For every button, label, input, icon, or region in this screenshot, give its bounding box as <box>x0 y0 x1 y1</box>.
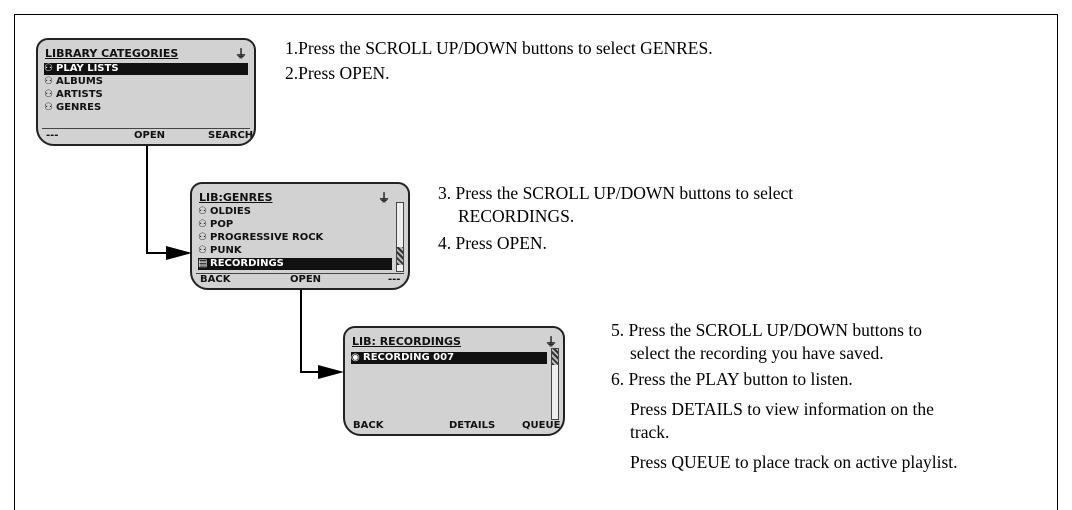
details-note-text: Press DETAILS to view information on the <box>630 399 934 419</box>
genres-screen: LIB:GENRES ⏚ ⚇OLDIES ⚇POP ⚇PROGRESSIVE R… <box>190 182 410 290</box>
menu-item-play-lists[interactable]: ⚇PLAY LISTS <box>44 63 248 75</box>
menu-item-pop[interactable]: ⚇POP <box>198 219 234 230</box>
softkey-right[interactable]: --- <box>388 274 401 285</box>
softkey-divider <box>42 128 250 129</box>
category-icon: ⚇ <box>44 89 53 100</box>
recordings-screen: LIB: RECORDINGS ⏚ ◉RECORDING 007 BACK DE… <box>343 326 565 436</box>
library-categories-screen: LIBRARY CATEGORIES ⏚ ⚇PLAY LISTS ⚇ALBUMS… <box>36 38 256 146</box>
category-icon: ⚇ <box>44 63 53 74</box>
category-icon: ⚇ <box>198 245 207 256</box>
category-icon: ⚇ <box>198 206 207 217</box>
arrow-icon <box>318 365 344 379</box>
softkey-search[interactable]: SEARCH <box>208 130 254 141</box>
step-2-text: 2.Press OPEN. <box>285 63 390 83</box>
power-plug-icon: ⏚ <box>378 191 391 205</box>
power-plug-icon: ⏚ <box>545 335 558 349</box>
softkey-queue[interactable]: QUEUE <box>522 420 561 431</box>
softkey-open[interactable]: OPEN <box>134 130 166 141</box>
scrollbar-thumb[interactable] <box>552 349 558 365</box>
connector-line <box>146 146 148 253</box>
step-6-text: 6. Press the PLAY button to listen. <box>611 369 853 389</box>
menu-item-genres[interactable]: ⚇GENRES <box>44 102 102 113</box>
softkey-left[interactable]: --- <box>46 130 59 141</box>
step-1-text: 1.Press the SCROLL UP/DOWN buttons to se… <box>285 38 713 58</box>
screen-title: LIB:GENRES <box>199 191 273 204</box>
step-4-text: 4. Press OPEN. <box>438 233 547 253</box>
category-icon: ⚇ <box>198 232 207 243</box>
connector-line <box>300 290 302 372</box>
connector-line <box>300 371 332 373</box>
power-plug-icon: ⏚ <box>235 47 248 61</box>
step-3-continued-text: RECORDINGS. <box>458 206 575 226</box>
softkey-open[interactable]: OPEN <box>290 274 322 285</box>
document-frame <box>14 14 1058 510</box>
menu-item-albums[interactable]: ⚇ALBUMS <box>44 76 104 87</box>
step-3-text: 3. Press the SCROLL UP/DOWN buttons to s… <box>438 183 794 203</box>
scrollbar[interactable] <box>396 202 404 272</box>
details-note-continued-text: track. <box>630 422 670 442</box>
menu-item-punk[interactable]: ⚇PUNK <box>198 245 242 256</box>
disc-icon: ◉ <box>351 352 360 363</box>
menu-item-artists[interactable]: ⚇ARTISTS <box>44 89 103 100</box>
softkey-divider <box>196 273 404 274</box>
step-5-text: 5. Press the SCROLL UP/DOWN buttons to <box>611 320 922 340</box>
arrow-icon <box>166 246 192 260</box>
list-icon: ▤ <box>198 258 208 269</box>
menu-item-progressive-rock[interactable]: ⚇PROGRESSIVE ROCK <box>198 232 324 243</box>
softkey-details[interactable]: DETAILS <box>449 420 496 431</box>
queue-note-text: Press QUEUE to place track on active pla… <box>630 452 958 472</box>
menu-item-oldies[interactable]: ⚇OLDIES <box>198 206 251 217</box>
connector-line <box>146 252 178 254</box>
category-icon: ⚇ <box>44 76 53 87</box>
menu-item-recording-007[interactable]: ◉RECORDING 007 <box>351 352 547 364</box>
menu-item-recordings[interactable]: ▤RECORDINGS <box>198 258 392 270</box>
screen-title: LIB: RECORDINGS <box>352 335 461 348</box>
category-icon: ⚇ <box>198 219 207 230</box>
step-5-continued-text: select the recording you have saved. <box>630 343 884 363</box>
softkey-back[interactable]: BACK <box>353 420 384 431</box>
softkey-back[interactable]: BACK <box>200 274 231 285</box>
scrollbar-thumb[interactable] <box>397 247 403 265</box>
category-icon: ⚇ <box>44 102 53 113</box>
scrollbar[interactable] <box>551 348 559 420</box>
screen-title: LIBRARY CATEGORIES <box>45 47 179 60</box>
